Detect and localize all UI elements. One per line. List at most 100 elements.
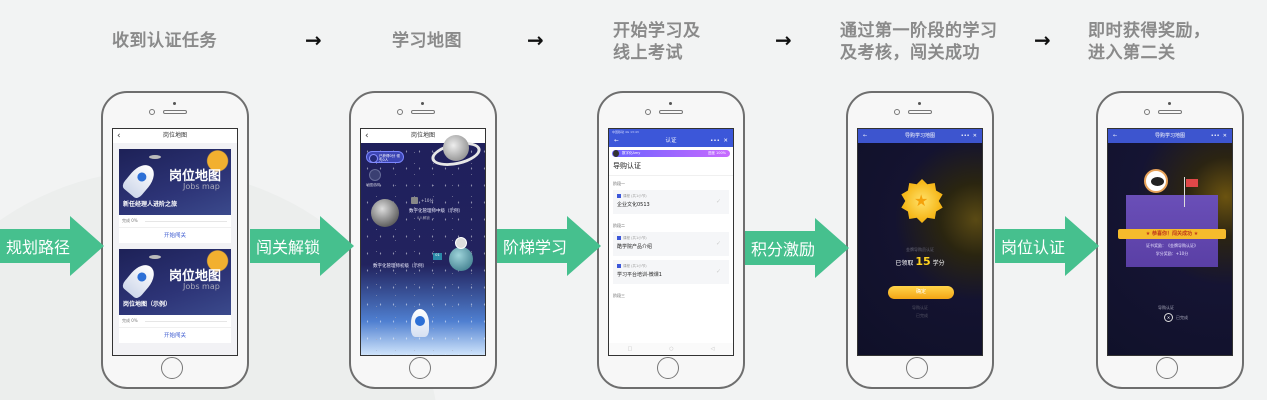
back-arrow-icon[interactable]: ←: [863, 133, 868, 139]
learner-progress-bar: 数字化Amy 进度 100%: [612, 150, 730, 157]
close-icon[interactable]: ✕: [1222, 133, 1227, 139]
more-icon[interactable]: •••: [710, 138, 720, 144]
progress-text: 完成 0%: [119, 215, 231, 227]
back-arrow-icon[interactable]: ←: [1113, 133, 1118, 139]
level-planet-1[interactable]: [371, 199, 399, 227]
card-subtitle: 新任经理人进阶之旅: [123, 201, 178, 208]
nav-bar: ← 认证 ••• ✕: [609, 135, 733, 147]
avatar: [455, 237, 467, 249]
score-pill: 已获得0分 领先0人: [366, 151, 404, 163]
back-icon[interactable]: ‹: [365, 131, 369, 141]
learning-map-screen: ‹ 岗位地图 已获得0分 领先0人 地图说明 +10分 数字化管理师中级（示例）…: [360, 128, 486, 356]
success-ribbon: ★ 恭喜你！闯关成功 ★: [1118, 229, 1226, 239]
job-map-list-screen: ‹ 岗位地图 岗位地图 Jobs map 新任经理人进阶之旅 完成 0% 开始闯…: [112, 128, 238, 356]
nav-title: 认证: [665, 138, 677, 144]
flag-icon: [1186, 179, 1198, 187]
nav-title: 导购学习地图: [1154, 133, 1185, 139]
check-icon: ✓: [715, 240, 721, 247]
close-circle-icon[interactable]: ✕: [1164, 313, 1173, 322]
progress-text: 完成 0%: [119, 315, 231, 327]
level-name: 数字化管理师初级（示例）: [373, 264, 427, 269]
back-arrow-icon[interactable]: ←: [614, 138, 619, 144]
rocket-icon: [120, 159, 160, 201]
home-button: [1156, 357, 1178, 379]
step-title-1: 收到认证任务: [112, 31, 217, 51]
back-icon[interactable]: ‹: [117, 131, 121, 141]
flow-arrow-ladder-learning: 阶梯学习: [497, 216, 602, 276]
planet-icon: [443, 135, 469, 161]
flow-arrow-unlock: 闯关解锁: [250, 216, 355, 276]
screen-header: ‹ 岗位地图: [113, 129, 237, 143]
course-item[interactable]: 课程 (共1小节) 企业文化0513 ✓: [613, 190, 729, 214]
flow-arrow-label: 岗位认证: [1001, 238, 1066, 257]
phone-mockup-2: ‹ 岗位地图 已获得0分 领先0人 地图说明 +10分 数字化管理师中级（示例）…: [349, 91, 497, 389]
flow-arrow-label: 闯关解锁: [256, 238, 321, 257]
job-map-card[interactable]: 岗位地图 Jobs map 新任经理人进阶之旅 完成 0% 开始闯关: [119, 149, 231, 243]
flow-arrow-plan-path: 规划路径: [0, 216, 105, 276]
level-complete-screen: ← 导购学习地图 ••• ✕ 证书奖励：《金牌导购认证》 学分奖励：+10分 ★…: [1107, 128, 1233, 356]
more-icon[interactable]: •••: [960, 133, 970, 139]
step-title-5: 即时获得奖励， 进入第二关: [1088, 21, 1211, 63]
ufo-icon: [149, 155, 161, 159]
phone-mockup-1: ‹ 岗位地图 岗位地图 Jobs map 新任经理人进阶之旅 完成 0% 开始闯…: [101, 91, 249, 389]
check-icon: ✓: [715, 198, 721, 205]
level-number-badge: 01: [433, 253, 442, 260]
flow-arrow-job-cert: 岗位认证: [995, 216, 1100, 276]
flow-arrow-points-incentive: 积分激励: [745, 218, 850, 278]
step-title-2: 学习地图: [392, 31, 462, 51]
flow-arrow-label: 阶梯学习: [503, 238, 568, 257]
map-info-icon[interactable]: [369, 169, 381, 181]
rocket-icon: [411, 309, 429, 337]
level-planet-2[interactable]: [449, 247, 473, 271]
level-badge-icon: [411, 197, 418, 204]
cert-title: 导购认证: [609, 157, 733, 176]
android-nav-bar: □ ○ ◁: [609, 343, 733, 355]
back-icon[interactable]: ◁: [710, 346, 715, 352]
home-button: [906, 357, 928, 379]
level-name: 数字化管理师中级（示例）: [409, 209, 463, 214]
course-item[interactable]: 课程 (共1小节) 学习平台培训-微课1 ✓: [613, 260, 729, 284]
star-icon: ★: [914, 191, 929, 210]
start-challenge-button[interactable]: 开始闯关: [119, 327, 231, 343]
astronaut-icon: [1144, 169, 1168, 193]
stage-label: 阶段一: [613, 181, 625, 186]
flow-arrow-label: 规划路径: [6, 238, 71, 257]
reward-text: 已领取 15 学分: [895, 255, 945, 268]
screen-title: 岗位地图: [410, 132, 435, 139]
check-icon: ✓: [715, 268, 721, 275]
job-map-banner: 岗位地图 Jobs map 新任经理人进阶之旅: [119, 149, 231, 215]
close-icon[interactable]: ✕: [723, 138, 728, 144]
home-button: [409, 357, 431, 379]
job-map-banner: 岗位地图 Jobs map 岗位地图（示例）: [119, 249, 231, 315]
step-arrow-icon: →: [775, 28, 792, 52]
nav-bar: ← 导购学习地图 ••• ✕: [1108, 129, 1232, 143]
nav-bar: ← 导购学习地图 ••• ✕: [858, 129, 982, 143]
step-title-4: 通过第一阶段的学习 及考核，闯关成功: [840, 21, 998, 63]
close-icon[interactable]: ✕: [972, 133, 977, 139]
job-map-card[interactable]: 岗位地图 Jobs map 岗位地图（示例） 完成 0% 开始闯关: [119, 249, 231, 343]
home-button: [161, 357, 183, 379]
recent-apps-icon[interactable]: □: [627, 346, 633, 352]
credit-reward-text: 学分奖励：+10分: [1155, 251, 1189, 256]
ufo-icon: [149, 255, 161, 259]
nav-title: 导购学习地图: [904, 133, 935, 139]
reward-credits: 15: [915, 255, 931, 268]
start-challenge-button[interactable]: 开始闯关: [119, 227, 231, 243]
step-arrow-icon: →: [1034, 28, 1051, 52]
stage-label: 阶段三: [613, 293, 625, 298]
confirm-button[interactable]: 确定: [888, 286, 954, 299]
phone-mockup-4: ← 导购学习地图 ••• ✕ ★ 金牌导购员认证 已领取 15 学分 确定 导购…: [846, 91, 994, 389]
more-icon[interactable]: •••: [1210, 133, 1220, 139]
home-icon[interactable]: ○: [669, 346, 674, 352]
step-arrow-icon: →: [527, 28, 544, 52]
status-bar: 中国移动 4G 13:43: [609, 129, 733, 135]
phone-mockup-3: 中国移动 4G 13:43 ← 认证 ••• ✕ 数字化Amy 进度 100% …: [597, 91, 745, 389]
cert-reward-text: 证书奖励：《金牌导购认证》: [1146, 243, 1198, 248]
card-subtitle: 岗位地图（示例）: [123, 301, 172, 308]
stage-label: 阶段二: [613, 223, 625, 228]
step-arrow-icon: →: [305, 28, 322, 52]
flow-arrow-label: 积分激励: [751, 240, 816, 259]
course-item[interactable]: 课程 (共1小节) 酷学院产品介绍 ✓: [613, 232, 729, 256]
reward-screen: ← 导购学习地图 ••• ✕ ★ 金牌导购员认证 已领取 15 学分 确定 导购…: [857, 128, 983, 356]
screen-title: 岗位地图: [162, 132, 187, 139]
